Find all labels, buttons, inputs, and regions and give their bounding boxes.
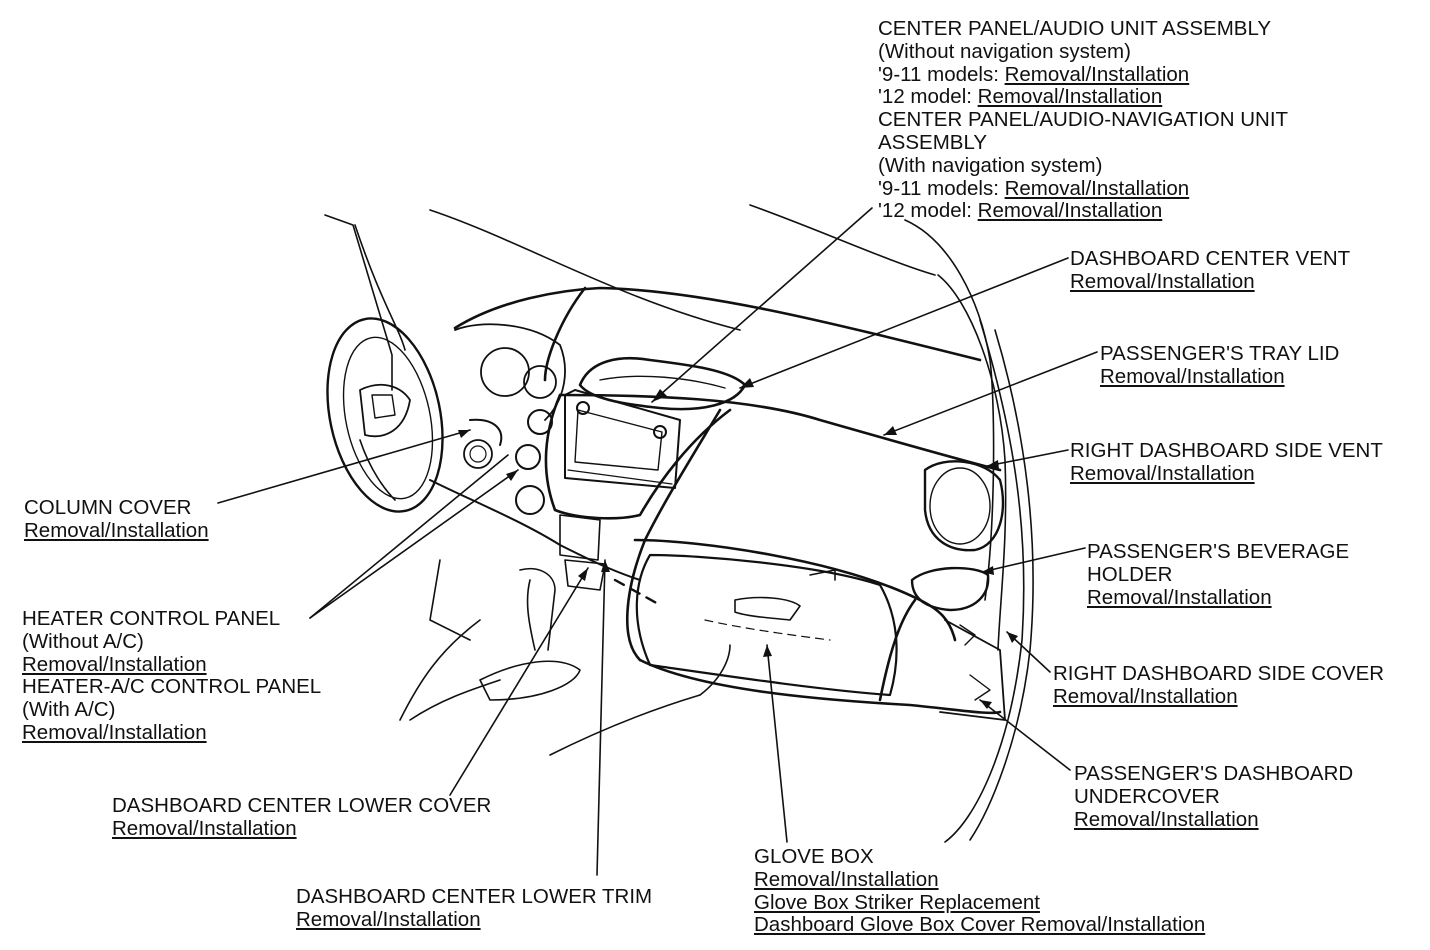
leader-center-vent bbox=[739, 257, 1069, 389]
leader-beverage-holder bbox=[981, 547, 1086, 573]
right-side-vent-link[interactable]: Removal/Installation bbox=[1070, 461, 1255, 485]
callout-undercover: PASSENGER'S DASHBOARD UNDERCOVER Removal… bbox=[1074, 762, 1354, 831]
callout-heater: HEATER CONTROL PANEL (Without A/C) Remov… bbox=[22, 607, 322, 745]
undercover-title-2: UNDERCOVER bbox=[1074, 784, 1220, 808]
center-display bbox=[564, 389, 681, 489]
arrow-lower-cover bbox=[578, 568, 588, 581]
beverage-holder-link[interactable]: Removal/Installation bbox=[1087, 585, 1272, 609]
leader-lines bbox=[217, 207, 1098, 876]
windshield-frame bbox=[324, 204, 1034, 843]
arrow-undercover bbox=[980, 700, 992, 709]
callout-lower-cover: DASHBOARD CENTER LOWER COVER Removal/Ins… bbox=[112, 794, 492, 841]
right-vent-shape bbox=[923, 460, 1005, 552]
heater-link[interactable]: Removal/Installation bbox=[22, 652, 207, 676]
tray-lid-link[interactable]: Removal/Installation bbox=[1100, 364, 1285, 388]
glove-box-cover-link[interactable]: Dashboard Glove Box Cover Removal/Instal… bbox=[754, 913, 1206, 937]
heater-title: HEATER CONTROL PANEL bbox=[22, 607, 281, 630]
beverage-holder-title-2: HOLDER bbox=[1087, 562, 1173, 586]
center-panel-12-link[interactable]: Removal/Installation bbox=[977, 85, 1163, 109]
heater-ac-link[interactable]: Removal/Installation bbox=[22, 720, 207, 744]
center-panel-nav-9-11-link[interactable]: Removal/Installation bbox=[1004, 176, 1190, 200]
row-prefix: '9-11 models: bbox=[878, 176, 1005, 200]
column-area bbox=[429, 409, 641, 591]
arrow-center-vent bbox=[740, 378, 754, 388]
callout-right-side-cover: RIGHT DASHBOARD SIDE COVER Removal/Insta… bbox=[1053, 662, 1385, 709]
center-panel-row-9-11: '9-11 models: Removal/Installation bbox=[878, 62, 1288, 87]
center-vent-title: DASHBOARD CENTER VENT bbox=[1070, 247, 1351, 270]
lower-trim-title: DASHBOARD CENTER LOWER TRIM bbox=[296, 885, 653, 908]
right-side-vent-title: RIGHT DASHBOARD SIDE VENT bbox=[1070, 439, 1383, 462]
arrow-tray-lid bbox=[884, 426, 897, 435]
arrow-column-cover bbox=[458, 430, 470, 438]
lower-cover-link[interactable]: Removal/Installation bbox=[112, 816, 297, 840]
center-panel-nav-note: (With navigation system) bbox=[878, 153, 1103, 177]
leader-tray-lid bbox=[883, 351, 1098, 436]
lower-cover-title: DASHBOARD CENTER LOWER COVER bbox=[112, 794, 492, 817]
callout-right-side-vent: RIGHT DASHBOARD SIDE VENT Removal/Instal… bbox=[1070, 439, 1383, 486]
leader-heater bbox=[309, 469, 519, 619]
arrow-heater bbox=[506, 470, 518, 481]
heater-ac-title: HEATER-A/C CONTROL PANEL bbox=[22, 675, 322, 699]
row-prefix: '12 model: bbox=[878, 199, 978, 223]
callout-glove-box: GLOVE BOX Removal/Installation Glove Box… bbox=[754, 845, 1206, 937]
center-panel-9-11-link[interactable]: Removal/Installation bbox=[1004, 62, 1190, 86]
callout-center-vent: DASHBOARD CENTER VENT Removal/Installati… bbox=[1070, 247, 1351, 294]
leader-right-side-vent bbox=[986, 449, 1069, 467]
arrow-glove-box bbox=[763, 645, 772, 657]
leader-lower-trim bbox=[596, 559, 606, 876]
leader-glove-box bbox=[766, 644, 788, 843]
undercover-title: PASSENGER'S DASHBOARD bbox=[1074, 762, 1354, 785]
center-panel-nav-title-2: ASSEMBLY bbox=[878, 130, 987, 154]
undercover-link[interactable]: Removal/Installation bbox=[1074, 807, 1259, 831]
lower-trim-link[interactable]: Removal/Installation bbox=[296, 907, 481, 931]
callout-center-panel: CENTER PANEL/AUDIO UNIT ASSEMBLY (Withou… bbox=[878, 17, 1289, 223]
column-cover-title: COLUMN COVER bbox=[24, 496, 192, 519]
callout-beverage-holder: PASSENGER'S BEVERAGE HOLDER Removal/Inst… bbox=[1087, 540, 1350, 609]
beverage-holder-shape bbox=[910, 566, 990, 612]
leader-undercover bbox=[979, 699, 1071, 771]
leader-center-panel bbox=[651, 207, 873, 403]
arrow-right-side-vent bbox=[987, 460, 999, 469]
right-side-cover-title: RIGHT DASHBOARD SIDE COVER bbox=[1053, 662, 1385, 685]
arrow-beverage-holder bbox=[982, 566, 994, 575]
callout-lower-trim: DASHBOARD CENTER LOWER TRIM Removal/Inst… bbox=[296, 885, 653, 932]
beverage-holder-title: PASSENGER'S BEVERAGE bbox=[1087, 540, 1350, 563]
center-panel-nav-row-9-11: '9-11 models: Removal/Installation bbox=[878, 176, 1288, 201]
leader-heater-2 bbox=[309, 454, 509, 619]
dashboard-body bbox=[453, 286, 1002, 715]
center-panel-row-12: '12 model: Removal/Installation bbox=[878, 85, 1288, 109]
lower-console bbox=[399, 559, 731, 756]
center-panel-nav-row-12: '12 model: Removal/Installation bbox=[878, 199, 1288, 223]
glove-box-striker-link[interactable]: Glove Box Striker Replacement bbox=[754, 890, 1040, 914]
glove-box-shape bbox=[635, 553, 898, 697]
arrowheads bbox=[458, 378, 1018, 709]
heater-ac-note: (With A/C) bbox=[22, 698, 116, 722]
instrument-cluster bbox=[454, 323, 566, 469]
column-cover-link[interactable]: Removal/Installation bbox=[24, 518, 209, 542]
right-lower-panel bbox=[939, 619, 1006, 721]
arrow-lower-trim bbox=[601, 560, 610, 572]
callout-tray-lid: PASSENGER'S TRAY LID Removal/Installatio… bbox=[1100, 342, 1340, 389]
steering-wheel bbox=[326, 317, 444, 513]
center-panel-note: (Without navigation system) bbox=[878, 39, 1131, 63]
tray-lid-title: PASSENGER'S TRAY LID bbox=[1100, 342, 1340, 365]
glove-box-title: GLOVE BOX bbox=[754, 845, 874, 868]
center-panel-title: CENTER PANEL/AUDIO UNIT ASSEMBLY bbox=[878, 17, 1272, 40]
right-side-cover-link[interactable]: Removal/Installation bbox=[1053, 684, 1238, 708]
row-prefix: '12 model: bbox=[878, 85, 978, 109]
arrow-center-panel bbox=[652, 389, 667, 402]
leader-lower-cover bbox=[449, 567, 589, 796]
center-panel-nav-title: CENTER PANEL/AUDIO-NAVIGATION UNIT bbox=[878, 108, 1289, 132]
arrow-right-side-cover bbox=[1007, 632, 1018, 643]
center-panel-nav-12-link[interactable]: Removal/Installation bbox=[977, 199, 1163, 223]
center-vent-link[interactable]: Removal/Installation bbox=[1070, 269, 1255, 293]
leader-column-cover bbox=[217, 429, 471, 504]
heater-note: (Without A/C) bbox=[22, 629, 144, 653]
glove-box-link[interactable]: Removal/Installation bbox=[754, 867, 939, 891]
row-prefix: '9-11 models: bbox=[878, 62, 1005, 86]
callout-column-cover: COLUMN COVER Removal/Installation bbox=[24, 496, 209, 543]
